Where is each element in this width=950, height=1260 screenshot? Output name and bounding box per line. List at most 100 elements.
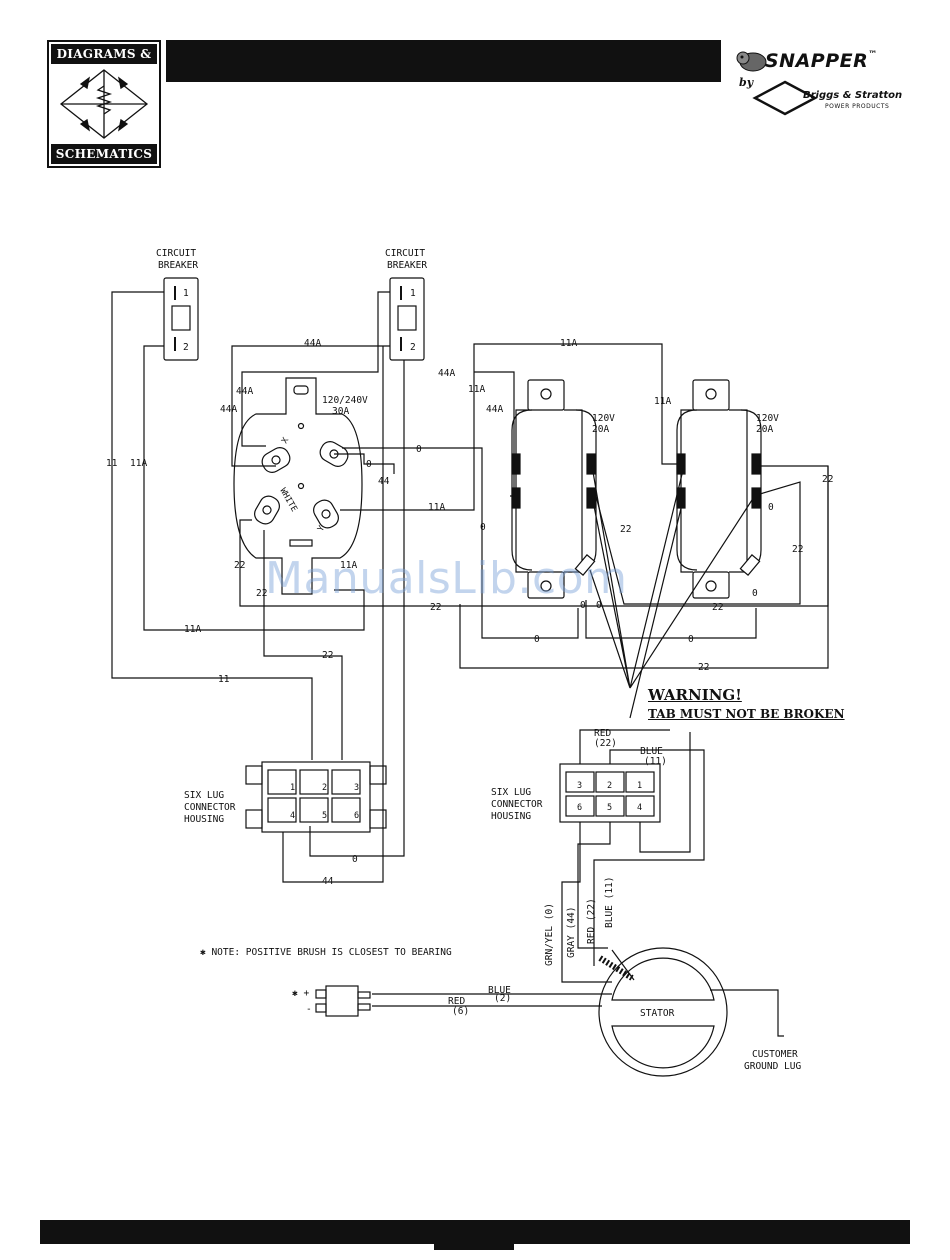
circuit-breaker-left [163, 277, 199, 361]
six-lug-connector-left [245, 761, 387, 833]
wire-0: 0 [596, 600, 602, 611]
breaker-right-pin-1: 1 [410, 288, 416, 299]
wire-22: 22 [822, 474, 833, 485]
brush-note: ✱ NOTE: POSITIVE BRUSH IS CLOSEST TO BEA… [200, 947, 452, 958]
breaker-left-pin-1: 1 [183, 288, 189, 299]
brush-wire-blue: BLUE [488, 985, 511, 996]
wire-44a: 44A [220, 404, 237, 415]
wire-blue-number: (11) [644, 756, 667, 767]
wire-22: 22 [698, 662, 709, 673]
wire-red-number: (22) [594, 738, 617, 749]
receptacle-a-rating-1: 120V [592, 413, 615, 424]
wire-22: 22 [712, 602, 723, 613]
breaker-right-pin-2: 2 [410, 342, 416, 353]
receptacle-b-rating-1: 120V [756, 413, 779, 424]
breaker-right-label-2: BREAKER [387, 260, 427, 271]
warning-title: WARNING! [648, 686, 742, 704]
receptacle-main-rating-1: 120/240V [322, 395, 368, 406]
wire-22: 22 [256, 588, 267, 599]
lug-number: 5 [607, 803, 612, 813]
wire-44a: 44A [486, 404, 503, 415]
wire-0: 0 [580, 600, 586, 611]
receptacle-a-rating-2: 20A [592, 424, 609, 435]
lug-number: 3 [577, 781, 582, 791]
receptacle-120v-a [511, 379, 597, 599]
header-bar [166, 40, 721, 82]
customer-ground-label-1: CUSTOMER [752, 1049, 798, 1060]
wire-0: 0 [752, 588, 758, 599]
diagrams-schematics-logo: DIAGRAMS & SCHEMATICS [47, 40, 161, 168]
stator-label: STATOR [640, 1008, 675, 1019]
wire-11a: 11A [428, 502, 445, 513]
wire-44: 44 [322, 876, 334, 887]
wire-44a: 44A [236, 386, 253, 397]
six-lug-right-label-1: SIX LUG [491, 787, 531, 798]
brush-assembly [315, 985, 371, 1017]
receptacle-120-240v [233, 377, 363, 595]
logo-top-text: DIAGRAMS & [51, 44, 157, 64]
snapper-brand: SNAPPER™ by Briggs & Stratton POWER PROD… [735, 46, 905, 116]
logo-bottom-text: SCHEMATICS [51, 144, 157, 164]
breaker-left-label-2: BREAKER [158, 260, 198, 271]
wire-11a: 11A [468, 384, 485, 395]
lug-number: 6 [354, 811, 359, 821]
wire-0: 0 [416, 444, 422, 455]
circuit-breaker-right [389, 277, 425, 361]
lug-number: 4 [290, 811, 295, 821]
stator-wire-gray: GRAY (44) [566, 907, 577, 958]
six-lug-connector-right [559, 763, 661, 823]
wire-0: 0 [366, 459, 372, 470]
brush-negative: - [306, 1004, 312, 1015]
terminal-x-label: X [280, 435, 292, 445]
logo-emblem-icon [59, 69, 149, 139]
wire-11: 11 [218, 674, 230, 685]
brush-wire-blue-number: (2) [494, 993, 511, 1004]
breaker-left-pin-2: 2 [183, 342, 189, 353]
wire-11a: 11A [130, 458, 147, 469]
wire-22: 22 [620, 524, 631, 535]
wire-22: 22 [234, 560, 245, 571]
wire-red-label: RED [594, 728, 611, 739]
terminal-white-label: WHITE [277, 487, 298, 514]
wire-44a: 44A [304, 338, 321, 349]
wire-0: 0 [352, 854, 358, 865]
lug-number: 3 [354, 783, 359, 793]
briggs-stratton-wordmark: Briggs & Stratton [803, 90, 903, 101]
lug-number: 6 [577, 803, 582, 813]
receptacle-b-rating-2: 20A [756, 424, 773, 435]
six-lug-left-label-2: CONNECTOR [184, 802, 236, 813]
lug-number: 5 [322, 811, 327, 821]
footer-tab [434, 1220, 514, 1250]
by-text: by [739, 76, 754, 89]
warning-subtitle: TAB MUST NOT BE BROKEN [648, 707, 845, 721]
breaker-right-label-1: CIRCUIT [385, 248, 425, 259]
terminal-y-label: Y [316, 524, 327, 533]
turtle-mascot-icon [736, 51, 767, 72]
wire-11a: 11A [340, 560, 357, 571]
wire-blue-label: BLUE [640, 746, 663, 757]
brush-wire-red: RED [448, 996, 465, 1007]
lug-number: 1 [290, 783, 295, 793]
customer-ground-label-2: GROUND LUG [744, 1061, 801, 1072]
wire-11a: 11A [184, 624, 201, 635]
lug-number: 4 [637, 803, 642, 813]
brush-wire-red-number: (6) [452, 1006, 469, 1017]
wire-11a: 11A [654, 396, 671, 407]
stator-wire-red: RED (22) [586, 898, 597, 944]
six-lug-right-label-2: CONNECTOR [491, 799, 543, 810]
wire-0: 0 [480, 522, 486, 533]
six-lug-left-label-1: SIX LUG [184, 790, 224, 801]
breaker-left-label-1: CIRCUIT [156, 248, 196, 259]
wire-22: 22 [430, 602, 441, 613]
stator [598, 947, 728, 1077]
lug-number: 1 [637, 781, 642, 791]
wire-11a: 11A [560, 338, 577, 349]
wire-0: 0 [688, 634, 694, 645]
wire-0: 0 [768, 502, 774, 513]
wire-0: 0 [534, 634, 540, 645]
lug-number: 2 [322, 783, 327, 793]
wire-11: 11 [106, 458, 118, 469]
stator-wire-grn-yel: GRN/YEL (0) [544, 903, 555, 966]
wire-44: 44 [378, 476, 390, 487]
